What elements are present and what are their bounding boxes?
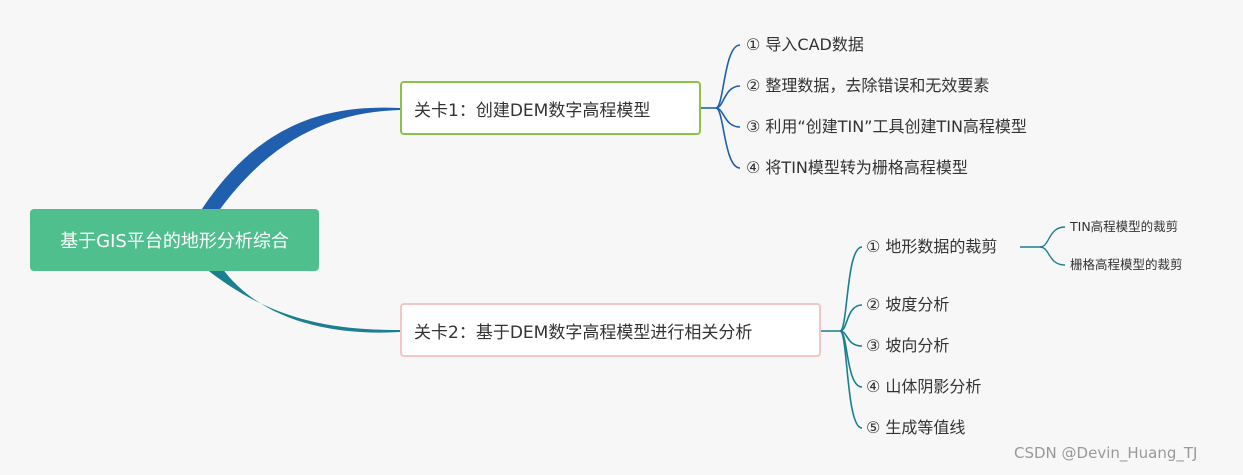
leaf-label: ② 整理数据，去除错误和无效要素 bbox=[746, 76, 990, 95]
leaf-create-tin[interactable]: ③ 利用“创建TIN”工具创建TIN高程模型 bbox=[746, 116, 1027, 138]
leaf-label: ④ 将TIN模型转为栅格高程模型 bbox=[746, 158, 968, 177]
link-root-branch2 bbox=[205, 268, 400, 333]
leaf-label: ④ 山体阴影分析 bbox=[866, 377, 982, 396]
leaf-aspect-analysis[interactable]: ③ 坡向分析 bbox=[866, 335, 949, 357]
branch-label: 关卡2：基于DEM数字高程模型进行相关分析 bbox=[414, 322, 753, 343]
leaf-tin-to-raster[interactable]: ④ 将TIN模型转为栅格高程模型 bbox=[746, 157, 968, 179]
leaf-import-cad[interactable]: ① 导入CAD数据 bbox=[746, 34, 864, 56]
sub-label: TIN高程模型的裁剪 bbox=[1070, 219, 1179, 234]
branch-label: 关卡1：创建DEM数字高程模型 bbox=[414, 100, 651, 121]
leaf-label: ① 导入CAD数据 bbox=[746, 35, 864, 54]
leaf-hillshade-analysis[interactable]: ④ 山体阴影分析 bbox=[866, 376, 981, 398]
link-root-branch1 bbox=[200, 107, 400, 212]
leaf-label: ① 地形数据的裁剪 bbox=[866, 237, 998, 256]
leaf-clean-data[interactable]: ② 整理数据，去除错误和无效要素 bbox=[746, 75, 989, 97]
leaf-label: ② 坡度分析 bbox=[866, 295, 950, 314]
root-label: 基于GIS平台的地形分析综合 bbox=[60, 231, 289, 252]
sub-raster-clip[interactable]: 栅格高程模型的裁剪 bbox=[1070, 256, 1183, 274]
leaf-slope-analysis[interactable]: ② 坡度分析 bbox=[866, 294, 949, 316]
sub-label: 栅格高程模型的裁剪 bbox=[1070, 257, 1183, 272]
leaf-contour-generation[interactable]: ⑤ 生成等值线 bbox=[866, 417, 965, 439]
branch2-links bbox=[821, 246, 863, 429]
sub-tin-clip[interactable]: TIN高程模型的裁剪 bbox=[1070, 218, 1178, 236]
leaf-label: ③ 利用“创建TIN”工具创建TIN高程模型 bbox=[746, 117, 1027, 136]
sub-links bbox=[1020, 226, 1066, 266]
branch1-links bbox=[701, 44, 741, 169]
leaf-terrain-clip[interactable]: ① 地形数据的裁剪 bbox=[866, 236, 997, 258]
root-node[interactable]: 基于GIS平台的地形分析综合 bbox=[30, 209, 319, 271]
branch-node-level1[interactable]: 关卡1：创建DEM数字高程模型 bbox=[400, 81, 701, 135]
leaf-label: ⑤ 生成等值线 bbox=[866, 418, 966, 437]
branch-node-level2[interactable]: 关卡2：基于DEM数字高程模型进行相关分析 bbox=[400, 303, 821, 357]
watermark: CSDN @Devin_Huang_TJ bbox=[1014, 444, 1198, 462]
leaf-label: ③ 坡向分析 bbox=[866, 336, 950, 355]
